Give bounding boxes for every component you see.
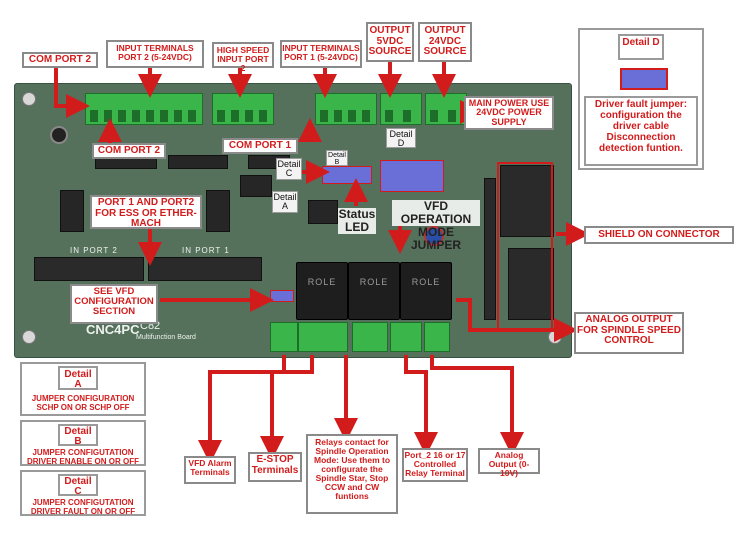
mounting-hole bbox=[22, 330, 36, 344]
label-input-port-1: INPUT TERMINALS PORT 1 (5-24VDC) bbox=[280, 40, 362, 68]
detail-b-text: JUMPER CONFIGUTATION DRIVER ENABLE ON OR… bbox=[26, 448, 139, 466]
relay-label: ROLE bbox=[307, 277, 337, 287]
label-com-port-2-top: COM PORT 2 bbox=[22, 52, 98, 68]
detail-d-text-box bbox=[584, 96, 698, 166]
detail-a-text: JUMPER CONFIGURATION SCHP ON OR SCHP OFF bbox=[31, 394, 135, 412]
arrow-estop bbox=[260, 355, 314, 460]
ic-chip bbox=[308, 200, 338, 224]
status-led-label: Status LED bbox=[338, 207, 376, 234]
label-main-power: MAIN POWER USE 24VDC POWER SUPPLY bbox=[464, 96, 554, 130]
on-board-detail-b: Detail B bbox=[326, 150, 348, 166]
ic-chip bbox=[168, 155, 228, 169]
on-board-detail-d: Detail D bbox=[386, 128, 416, 148]
in-port-1-label: IN PORT 1 bbox=[182, 246, 230, 255]
in-port-1-header bbox=[148, 257, 262, 281]
capacitor bbox=[424, 226, 444, 246]
detail-c-text: JUMPER CONFIGUTATION DRIVER FAULT ON OR … bbox=[30, 498, 136, 516]
terminal-block-port2-relay bbox=[390, 322, 422, 352]
detail-b-title: Detail B bbox=[58, 424, 98, 447]
terminal-block-vfd-alarm bbox=[270, 322, 298, 352]
in-port-2-label: IN PORT 2 bbox=[70, 246, 118, 255]
label-input-port-2: INPUT TERMINALS PORT 2 (5-24VDC) bbox=[106, 40, 204, 68]
terminal-block-relays bbox=[352, 322, 388, 352]
mounting-hole bbox=[22, 92, 36, 106]
vfd-operation-label: VFD OPERATION MODE JUMPER bbox=[392, 200, 480, 252]
relay-label: ROLE bbox=[411, 277, 441, 287]
detail-c-title: Detail C bbox=[58, 474, 98, 497]
right-connector bbox=[508, 248, 554, 320]
label-output-5vdc: OUTPUT 5VDC SOURCE bbox=[366, 22, 414, 62]
ic-chip bbox=[206, 190, 230, 232]
relay: ROLE bbox=[296, 262, 348, 320]
relay: ROLE bbox=[400, 262, 452, 320]
label-com-port-2-mid: COM PORT 2 bbox=[92, 143, 166, 159]
label-analog-output-spindle: ANALOG OUTPUT FOR SPINDLE SPEED CONTROL bbox=[574, 312, 684, 354]
label-analog-output: Analog Output (0-10V) bbox=[478, 448, 540, 477]
detail-a-title: Detail A bbox=[58, 366, 98, 390]
arrow-port2-relay bbox=[404, 355, 438, 456]
detail-d-jumper-icon bbox=[620, 68, 668, 90]
side-header bbox=[484, 178, 496, 320]
label-com-port-1: COM PORT 1 bbox=[222, 138, 298, 154]
label-output-24vdc: OUTPUT 24VDC SOURCE bbox=[418, 22, 472, 62]
detail-d-title: Detail D bbox=[618, 34, 664, 60]
relay: ROLE bbox=[348, 262, 400, 320]
terminal-block-estop bbox=[298, 322, 348, 352]
terminal-block-analog bbox=[424, 322, 450, 352]
label-high-speed-port-2: HIGH SPEED INPUT PORT 2 bbox=[212, 42, 274, 72]
relay-label: ROLE bbox=[359, 277, 389, 287]
detail-d-text: Driver fault jumper: configuration the d… bbox=[594, 99, 688, 154]
arrow-analog-output bbox=[430, 355, 524, 456]
shield-connector bbox=[500, 165, 554, 237]
arrow-com-port-2-top bbox=[54, 66, 90, 118]
label-port2-relay: Port_2 16 or 17 Controlled Relay Termina… bbox=[402, 448, 468, 482]
label-port1-port2: PORT 1 AND PORT2 FOR ESS OR ETHER-MACH bbox=[90, 195, 202, 229]
label-estop: E-STOP Terminals bbox=[248, 452, 302, 482]
ic-chip bbox=[60, 190, 84, 232]
capacitor bbox=[50, 126, 68, 144]
label-relays-contact: Relays contact for Spindle Operation Mod… bbox=[306, 434, 398, 514]
ic-chip bbox=[240, 175, 272, 197]
on-board-detail-a: Detail A bbox=[272, 191, 298, 213]
jumper-block bbox=[380, 160, 444, 192]
arrow-analog-spindle bbox=[456, 298, 578, 342]
in-port-2-header bbox=[34, 257, 144, 281]
label-vfd-alarm: VFD Alarm Terminals bbox=[184, 456, 236, 484]
on-board-detail-c: Detail C bbox=[276, 158, 302, 180]
board-model-sub: Multifunction Board bbox=[136, 334, 196, 341]
label-shield-on-connector: SHIELD ON CONNECTOR bbox=[584, 226, 734, 244]
label-see-vfd: SEE VFD CONFIGURATION SECTION bbox=[70, 284, 158, 324]
arrow-vfd-alarm bbox=[198, 355, 286, 464]
board-brand: CNC4PC bbox=[86, 322, 140, 337]
